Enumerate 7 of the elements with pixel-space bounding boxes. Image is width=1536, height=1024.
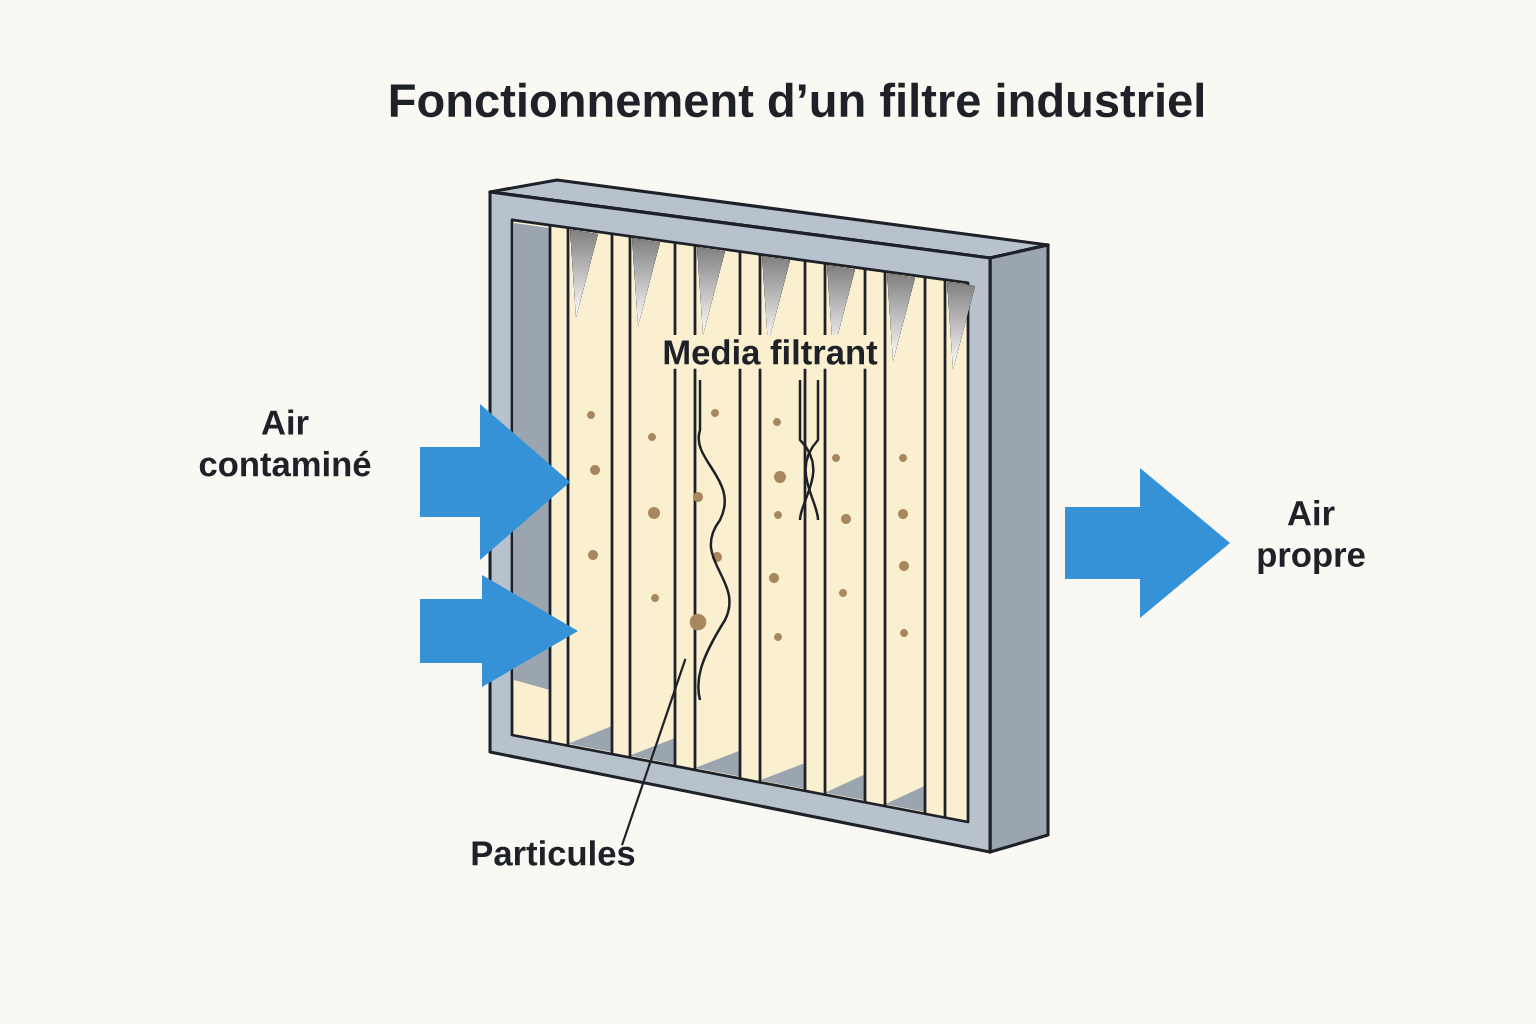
part-label: Particules (472, 840, 635, 866)
particle-dot (689, 613, 707, 631)
heading: Fonctionnement d’un filtre industriel (390, 82, 1203, 118)
flow-label: Air contaminé (199, 409, 371, 477)
part-label: Media filtrant (658, 335, 882, 369)
flow-label: Air propre (1258, 500, 1365, 574)
leader-line (620, 658, 687, 846)
